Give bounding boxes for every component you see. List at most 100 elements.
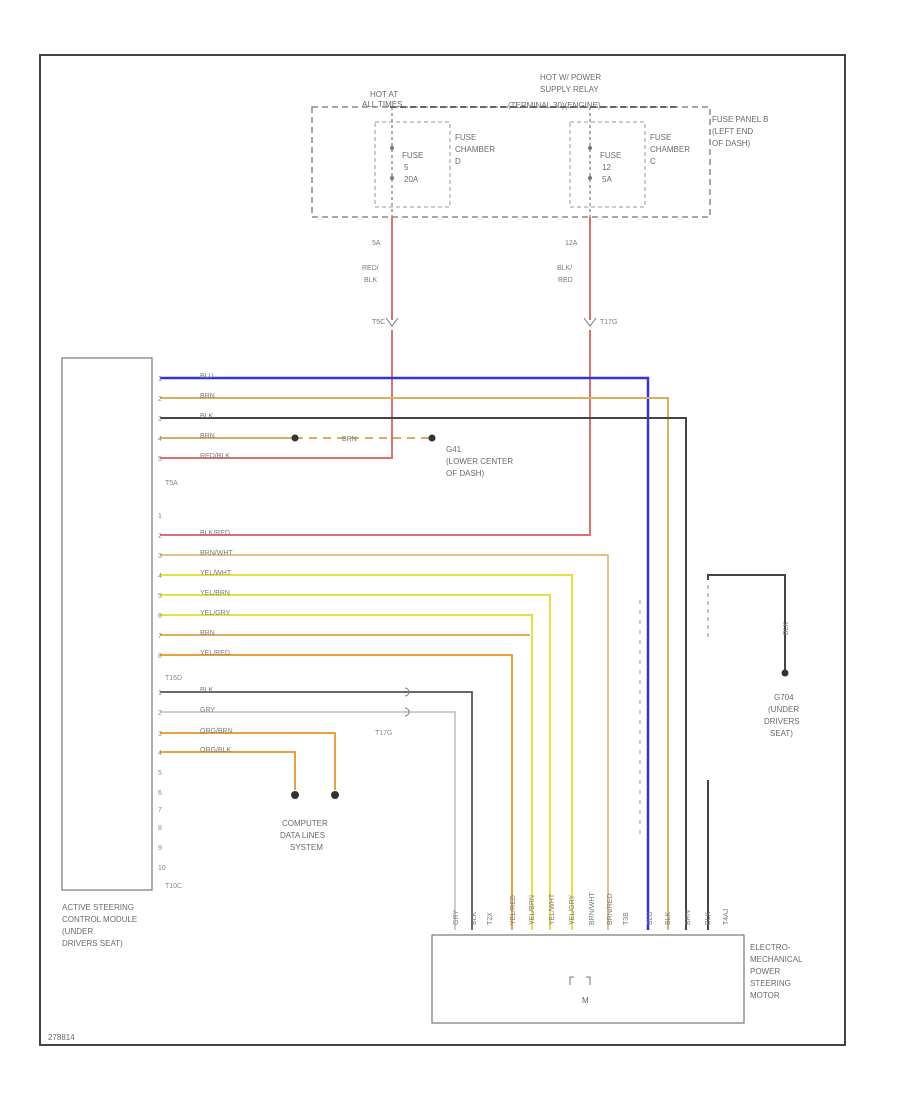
fuse-1-amp: 20A: [404, 175, 419, 184]
wire-color-label: BLK/RED: [200, 530, 230, 537]
motor-pin-label: BLK: [665, 911, 672, 925]
panel-label-2: (LEFT END: [712, 127, 753, 136]
module-label-3: (UNDER: [62, 927, 93, 936]
module-conn-b: T16D: [165, 675, 182, 682]
fuse-2-num: 12: [602, 163, 611, 172]
module-conn-a: T5A: [165, 480, 178, 487]
fuse-chamber-d-outline: [374, 121, 451, 208]
wire-b4-yelwht: [160, 574, 573, 930]
wire-a2-brn: [160, 397, 669, 930]
wire-a3-blk: [160, 417, 687, 930]
ground-g41-label-2: (LOWER CENTER: [446, 457, 513, 466]
wire-color-label: GRY: [200, 707, 215, 714]
pin-number: 3: [158, 731, 162, 738]
fuse-panel-outline: [311, 106, 711, 218]
pin-number: 3: [158, 416, 162, 423]
feed-2-color-2: RED: [558, 277, 573, 284]
pin-number: 2: [158, 710, 162, 717]
ground-g41-label-3: OF DASH): [446, 469, 485, 478]
wire-color-label: ORG/BRN: [200, 728, 233, 735]
active-steering-module: [61, 357, 153, 891]
computer-lines-label-2: DATA LINES: [280, 831, 325, 840]
motor-label-4: STEERING: [750, 979, 791, 988]
fuse-2-amp: 5A: [602, 175, 612, 184]
wire-color-label: YEL/RED: [200, 650, 230, 657]
motor-pin-label: BRN/RED: [607, 893, 614, 925]
wire-c4-orgblk: [160, 751, 296, 790]
pin-number: 1: [158, 376, 162, 383]
motor-symbol: M: [582, 996, 589, 1005]
relay-label-2: SUPPLY RELAY: [540, 85, 599, 94]
diagram-frame: [39, 54, 846, 1046]
motor-pin-label: T4AJ: [723, 909, 730, 925]
fuse-2-node-top: [588, 146, 592, 150]
feed-wire-1: [160, 217, 393, 459]
pin-number: 10: [158, 865, 166, 872]
fuse-2-chamber-2: CHAMBER: [650, 145, 690, 154]
pin-number: 6: [158, 613, 162, 620]
ground-g41-point: [428, 434, 436, 442]
data-line-terminal-2: [331, 791, 339, 799]
wire-color-label: BRN: [200, 433, 215, 440]
ground-g704-label-1: G704: [774, 693, 794, 702]
fuse-1-node-top: [390, 146, 394, 150]
motor-pin-label: YEL/BRN: [529, 895, 536, 925]
module-label-1: ACTIVE STEERING: [62, 903, 134, 912]
feed-1-pin: 5A: [372, 240, 381, 247]
pin-number: 4: [158, 436, 162, 443]
computer-lines-label-1: COMPUTER: [282, 819, 328, 828]
ground-g704-label-4: SEAT): [770, 729, 793, 738]
pin-number: 3: [158, 553, 162, 560]
pin-number: 9: [158, 845, 162, 852]
wire-color-label: BLK: [200, 413, 214, 420]
motor-pin-label: BLK: [471, 911, 478, 925]
fuse-1-num: 5: [404, 163, 409, 172]
motor-pin-label: T2X: [487, 912, 494, 925]
relay-label-3: (TERMINAL 30)(ENGINE): [508, 101, 601, 110]
ground-g704-label-3: DRIVERS: [764, 717, 800, 726]
footer-code: 278814: [48, 1033, 75, 1042]
fuse-1-label: FUSE: [402, 151, 423, 160]
pin-number: 5: [158, 770, 162, 777]
motor-pin-label: BRN: [685, 910, 692, 925]
motor-pin-label: GRY: [453, 910, 460, 925]
pin-number: 7: [158, 633, 162, 640]
ground-g704-label-2: (UNDER: [768, 705, 799, 714]
ground-g704-point: [781, 669, 789, 677]
hot-label-1: HOT AT: [370, 90, 398, 99]
t17g-label: T17G: [375, 730, 393, 737]
pin-number: 8: [158, 825, 162, 832]
motor-pin-label: YEL/GRY: [569, 894, 576, 925]
fuse-2-chamber-1: FUSE: [650, 133, 671, 142]
wire-b5-yelbrn: [160, 594, 551, 930]
pin-number: 2: [158, 396, 162, 403]
pin-number: 5: [158, 593, 162, 600]
motor-label-1: ELECTRO-: [750, 943, 791, 952]
feed-1-color-1: RED/: [362, 265, 379, 272]
feed-1-connector: T5C: [372, 319, 385, 326]
wire-color-label: BRN: [200, 630, 215, 637]
pin-number: 6: [158, 790, 162, 797]
hot-label-2: ALL TIMES: [362, 100, 402, 109]
wire-color-label: BRN/WHT: [200, 550, 233, 557]
fuse-chamber-c-outline: [569, 121, 646, 208]
ground-g704-wire: [707, 574, 786, 670]
data-line-terminal-1: [291, 791, 299, 799]
feed-2-connector-symbol: [583, 317, 597, 327]
fuse-1-chamber-3: D: [455, 157, 461, 166]
fuse-1-chamber-1: FUSE: [455, 133, 476, 142]
wire-b3-brnwht: [160, 554, 609, 930]
motor-pin-label: BLK: [705, 911, 712, 925]
fuse-2-node-bottom: [588, 176, 592, 180]
motor-label-3: POWER: [750, 967, 780, 976]
pin-number: 8: [158, 653, 162, 660]
pin-number: 2: [158, 533, 162, 540]
motor-pin-label: BLU: [647, 911, 654, 925]
panel-label-1: FUSE PANEL B: [712, 115, 768, 124]
motor-label-5: MOTOR: [750, 991, 780, 1000]
wire-a1-blu: [160, 376, 650, 930]
